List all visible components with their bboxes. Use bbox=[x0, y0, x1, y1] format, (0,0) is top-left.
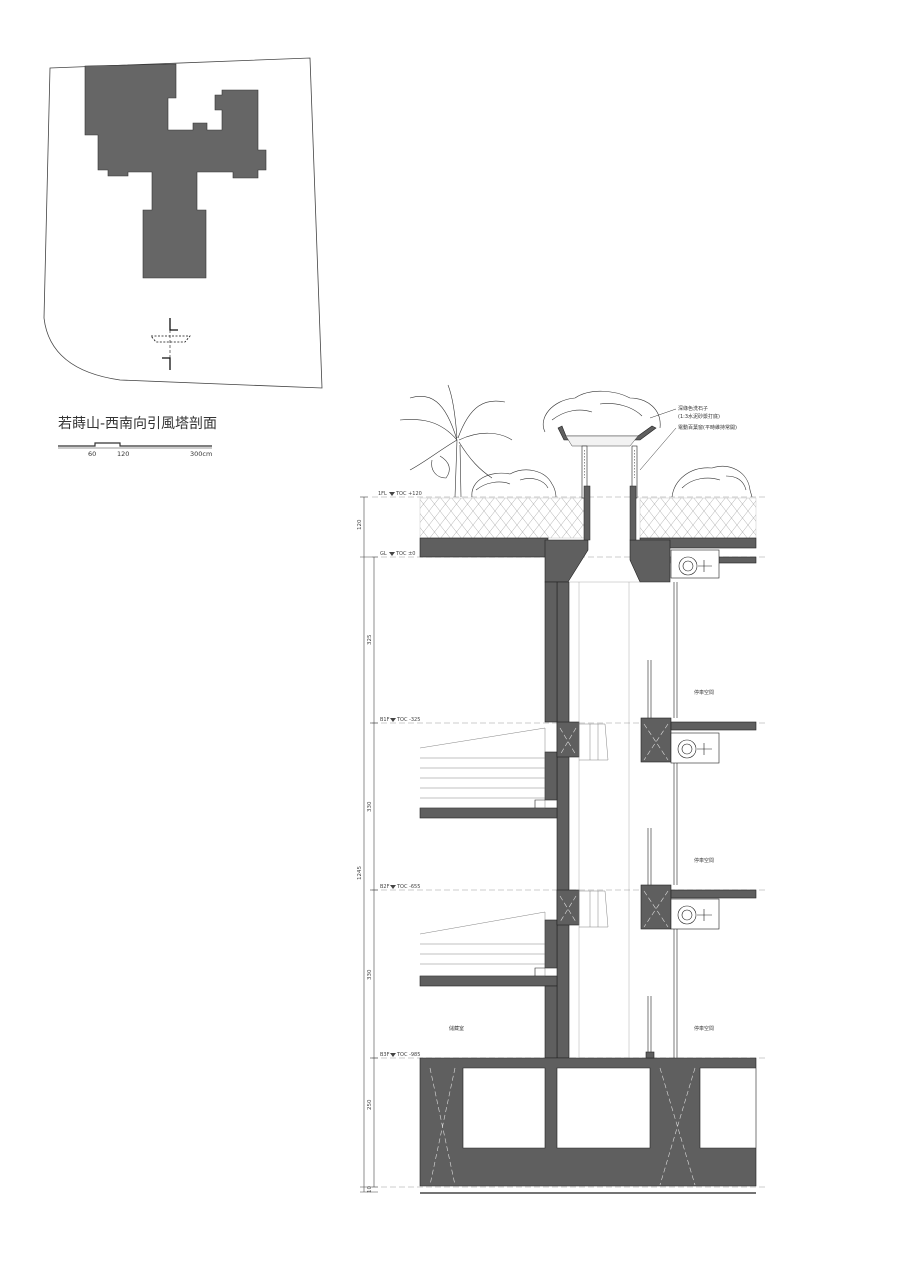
callout-notes: 深綠色洗石子 (1:3水泥砂漿打底) 電動百葉窗(平時維持常開) bbox=[639, 405, 737, 471]
svg-text:B1F: B1F bbox=[380, 717, 390, 723]
tower-cap bbox=[557, 425, 657, 541]
vegetation-icon bbox=[399, 384, 753, 498]
note-finish-base: (1:3水泥砂漿打底) bbox=[678, 413, 720, 420]
svg-text:GL: GL bbox=[380, 551, 387, 557]
dim-120: 120 bbox=[357, 519, 363, 530]
level-label-b3f: B3F TOC -985 bbox=[380, 1052, 420, 1058]
ramp-b1f bbox=[419, 727, 546, 809]
room-label-parking-b3f: 停車空間 bbox=[694, 1025, 714, 1032]
scale-label-60: 60 bbox=[88, 450, 96, 458]
dim-330-b: 330 bbox=[367, 969, 373, 980]
svg-text:TOC -655: TOC -655 bbox=[396, 884, 420, 890]
svg-text:TOC -325: TOC -325 bbox=[396, 717, 420, 723]
site-boundary bbox=[43, 57, 323, 389]
soil-layer-left bbox=[419, 497, 585, 539]
drawing-title: 若蒔山-西南向引風塔剖面 bbox=[58, 416, 217, 432]
concrete-structure bbox=[419, 537, 757, 1187]
key-plan bbox=[43, 57, 323, 389]
room-label-parking-b2f: 停車空間 bbox=[694, 857, 714, 864]
room-label-storage: 儲藏室 bbox=[449, 1025, 464, 1032]
level-label-1fl: 1FL TOC +120 bbox=[378, 491, 422, 497]
ramp-b2f bbox=[419, 911, 546, 977]
fan-icon bbox=[670, 549, 720, 930]
level-label-b2f: B2F TOC -655 bbox=[380, 884, 420, 890]
svg-text:TOC +120: TOC +120 bbox=[395, 491, 422, 497]
svg-text:B2F: B2F bbox=[380, 884, 390, 890]
room-label-parking-b1f: 停車空間 bbox=[694, 689, 714, 696]
building-footprint bbox=[84, 63, 267, 279]
dim-330-a: 330 bbox=[367, 801, 373, 812]
section-drawing: 120 325 330 330 1245 250 10 1FL TOC +120… bbox=[357, 384, 768, 1194]
level-label-gl: GL TOC ±0 bbox=[380, 551, 415, 557]
svg-text:B3F: B3F bbox=[380, 1052, 390, 1058]
level-label-b1f: B1F TOC -325 bbox=[380, 717, 420, 723]
svg-text:TOC ±0: TOC ±0 bbox=[395, 551, 415, 557]
svg-text:TOC -985: TOC -985 bbox=[396, 1052, 420, 1058]
svg-text:1FL: 1FL bbox=[378, 491, 387, 497]
dim-325: 325 bbox=[367, 634, 373, 645]
dim-250: 250 bbox=[367, 1099, 373, 1110]
dim-10: 10 bbox=[367, 1186, 373, 1193]
soil-layer-right bbox=[639, 497, 757, 539]
scale-label-120: 120 bbox=[117, 450, 129, 458]
note-finish: 深綠色洗石子 bbox=[678, 405, 708, 412]
scale-label-300: 300cm bbox=[190, 450, 212, 458]
note-louver: 電動百葉窗(平時維持常開) bbox=[678, 424, 737, 431]
dim-1245: 1245 bbox=[357, 866, 363, 880]
section-cut-marker-icon bbox=[150, 318, 191, 370]
scale-bar: 60 120 300cm bbox=[58, 442, 212, 458]
